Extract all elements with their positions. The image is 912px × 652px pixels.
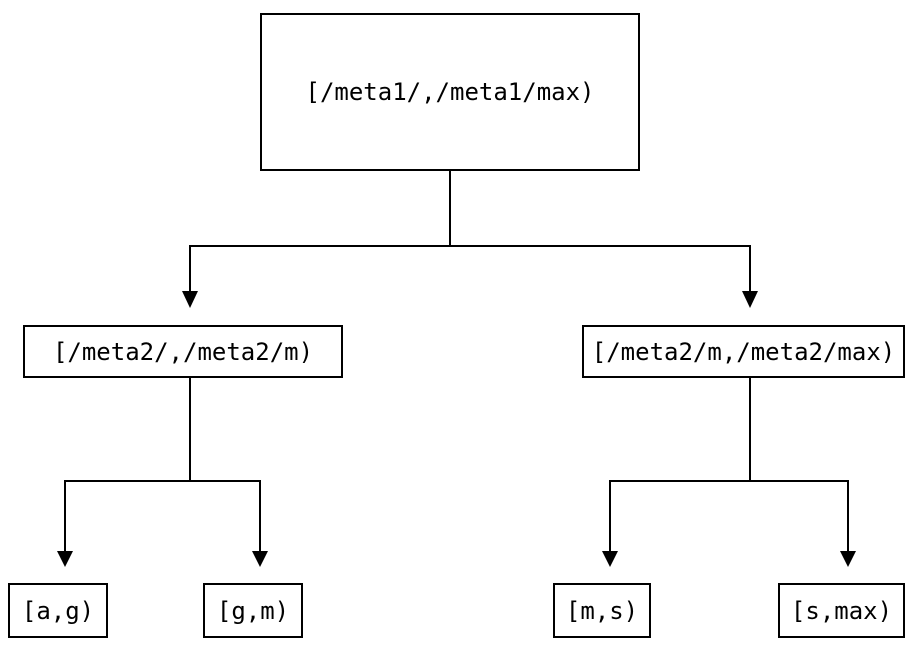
arrowhead-icon — [840, 551, 856, 567]
node-right-label: [/meta2/m,/meta2/max) — [591, 337, 896, 366]
node-left-subtree: [/meta2/,/meta2/m) — [23, 325, 343, 378]
node-leaf-gm: [g,m) — [203, 583, 303, 638]
node-leaf-ms: [m,s) — [553, 583, 651, 638]
node-leaf-ms-label: [m,s) — [565, 596, 639, 625]
node-leaf-smax: [s,max) — [778, 583, 905, 638]
arrowhead-icon — [252, 551, 268, 567]
node-leaf-ag: [a,g) — [8, 583, 108, 638]
arrowhead-icon — [602, 551, 618, 567]
node-leaf-ag-label: [a,g) — [21, 596, 95, 625]
arrowhead-icon — [742, 291, 758, 308]
node-left-label: [/meta2/,/meta2/m) — [52, 337, 314, 366]
node-root: [/meta1/,/meta1/max) — [260, 13, 640, 171]
node-leaf-smax-label: [s,max) — [790, 596, 893, 625]
node-leaf-gm-label: [g,m) — [216, 596, 290, 625]
arrowhead-icon — [57, 551, 73, 567]
node-right-subtree: [/meta2/m,/meta2/max) — [582, 325, 905, 378]
node-root-label: [/meta1/,/meta1/max) — [305, 78, 595, 106]
arrowhead-icon — [182, 291, 198, 308]
